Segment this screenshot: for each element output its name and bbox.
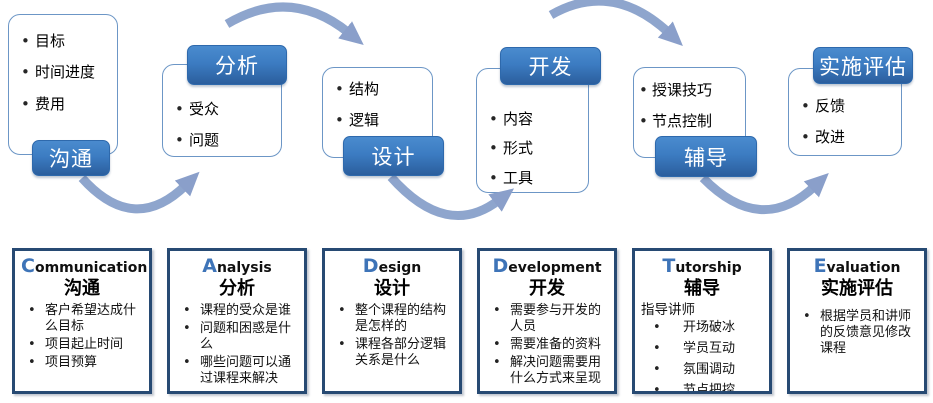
bullet-list: 目标 时间进度 费用 bbox=[9, 15, 117, 113]
bullet-list: 课程的受众是谁 问题和困惑是什么 哪些问题可以通过课程来解决 bbox=[176, 303, 298, 386]
bullet-item: 课程的受众是谁 bbox=[176, 303, 298, 319]
bullet-item: 内容 bbox=[477, 110, 588, 128]
bullet-list: 受众 问题 bbox=[163, 65, 281, 150]
card-title-en: Communication bbox=[21, 255, 148, 277]
bullet-list: 内容 形式 工具 bbox=[477, 69, 588, 187]
card-title-en: Development bbox=[492, 255, 602, 277]
detail-card-analysis: Analysis 分析 课程的受众是谁 问题和困惑是什么 哪些问题可以通过课程来… bbox=[167, 248, 307, 394]
bullet-item: 问题 bbox=[163, 131, 281, 149]
card-title-initial: D bbox=[362, 255, 379, 277]
card-title-en: Evaluation bbox=[813, 255, 901, 277]
arrow-analysis-to-design bbox=[224, 2, 364, 45]
card-title-en: Analysis bbox=[202, 255, 272, 277]
bullet-item: 目标 bbox=[9, 32, 117, 50]
bullet-item: 项目预算 bbox=[21, 355, 143, 371]
bullet-item: 改进 bbox=[789, 128, 901, 146]
card-title-initial: C bbox=[21, 255, 35, 277]
bullet-item: 开场破冰 bbox=[641, 320, 763, 336]
bullet-item: 反馈 bbox=[789, 97, 901, 115]
bullet-item: 学员互动 bbox=[641, 341, 763, 357]
arrow-development-to-tutorship bbox=[548, 0, 683, 46]
bullet-list: 结构 逻辑 bbox=[323, 68, 432, 130]
flow-label-evaluation: 实施评估 bbox=[813, 47, 913, 84]
flow-label-tutorship: 辅导 bbox=[655, 136, 757, 177]
bullet-list: 客户希望达成什么目标 项目起止时间 项目预算 bbox=[21, 303, 143, 370]
card-title-zh: 开发 bbox=[529, 277, 565, 299]
bullet-item: 受众 bbox=[163, 100, 281, 118]
bullet-list: 整个课程的结构是怎样的 课程各部分逻辑关系是什么 bbox=[331, 303, 453, 368]
flow-box-communication: 目标 时间进度 费用 bbox=[8, 14, 118, 155]
card-title-initial: D bbox=[492, 255, 509, 277]
card-title-en: Design bbox=[362, 255, 422, 277]
bullet-item: 逻辑 bbox=[323, 111, 432, 129]
card-title-initial: E bbox=[813, 255, 827, 277]
card-intro: 指导讲师 bbox=[641, 302, 695, 319]
bullet-list: 根据学员和讲师的反馈意见修改课程 bbox=[796, 309, 918, 357]
detail-card-communication: Communication 沟通 客户希望达成什么目标 项目起止时间 项目预算 bbox=[12, 248, 152, 394]
card-title-zh: 沟通 bbox=[64, 277, 100, 299]
bullet-item: 需要准备的资料 bbox=[486, 337, 608, 353]
card-title-zh: 辅导 bbox=[684, 277, 720, 299]
bullet-item: 时间进度 bbox=[9, 63, 117, 81]
bullet-item: 整个课程的结构是怎样的 bbox=[331, 303, 453, 335]
bullet-list: 反馈 改进 bbox=[789, 69, 901, 147]
bullet-list: 开场破冰 学员互动 氛围调动 节点把控 bbox=[641, 320, 763, 391]
flow-label-communication: 沟通 bbox=[32, 140, 110, 176]
bullet-list: 授课技巧 节点控制 bbox=[634, 68, 745, 131]
bullet-item: 节点把控 bbox=[641, 383, 763, 391]
detail-card-design: Design 设计 整个课程的结构是怎样的 课程各部分逻辑关系是什么 bbox=[322, 248, 462, 394]
flow-label-design: 设计 bbox=[343, 136, 444, 176]
bullet-item: 氛围调动 bbox=[641, 362, 763, 378]
bullet-item: 解决问题需要用什么方式来呈现 bbox=[486, 355, 608, 387]
card-title-zh: 分析 bbox=[219, 277, 255, 299]
card-title-initial: T bbox=[662, 255, 676, 277]
bullet-item: 项目起止时间 bbox=[21, 337, 143, 353]
bullet-item: 费用 bbox=[9, 95, 117, 113]
bullet-item: 结构 bbox=[323, 80, 432, 98]
bullet-item: 课程各部分逻辑关系是什么 bbox=[331, 337, 453, 369]
bullet-item: 根据学员和讲师的反馈意见修改课程 bbox=[796, 309, 918, 357]
bullet-item: 形式 bbox=[477, 139, 588, 157]
arrow-tutorship-to-evaluation bbox=[699, 172, 829, 214]
card-title-zh: 实施评估 bbox=[821, 277, 893, 299]
bullet-item: 客户希望达成什么目标 bbox=[21, 303, 143, 335]
detail-card-evaluation: Evaluation 实施评估 根据学员和讲师的反馈意见修改课程 bbox=[787, 248, 927, 394]
detail-card-tutorship: Tutorship 辅导 指导讲师 开场破冰 学员互动 氛围调动 节点把控 bbox=[632, 248, 772, 394]
bullet-item: 需要参与开发的人员 bbox=[486, 303, 608, 335]
bullet-item: 工具 bbox=[477, 169, 588, 187]
bullet-item: 哪些问题可以通过课程来解决 bbox=[176, 355, 298, 387]
bullet-item: 授课技巧 bbox=[634, 81, 745, 99]
flow-label-development: 开发 bbox=[500, 47, 601, 85]
card-title-initial: A bbox=[202, 255, 217, 277]
detail-card-development: Development 开发 需要参与开发的人员 需要准备的资料 解决问题需要用… bbox=[477, 248, 617, 394]
bullet-item: 问题和困惑是什么 bbox=[176, 321, 298, 353]
card-title-en: Tutorship bbox=[662, 255, 742, 277]
flow-label-analysis: 分析 bbox=[187, 45, 287, 85]
bullet-item: 节点控制 bbox=[634, 112, 745, 130]
arrow-communication-to-analysis bbox=[78, 171, 200, 214]
card-title-zh: 设计 bbox=[374, 277, 410, 299]
bullet-list: 需要参与开发的人员 需要准备的资料 解决问题需要用什么方式来呈现 bbox=[486, 303, 608, 386]
flow-box-development: 内容 形式 工具 bbox=[476, 68, 589, 193]
